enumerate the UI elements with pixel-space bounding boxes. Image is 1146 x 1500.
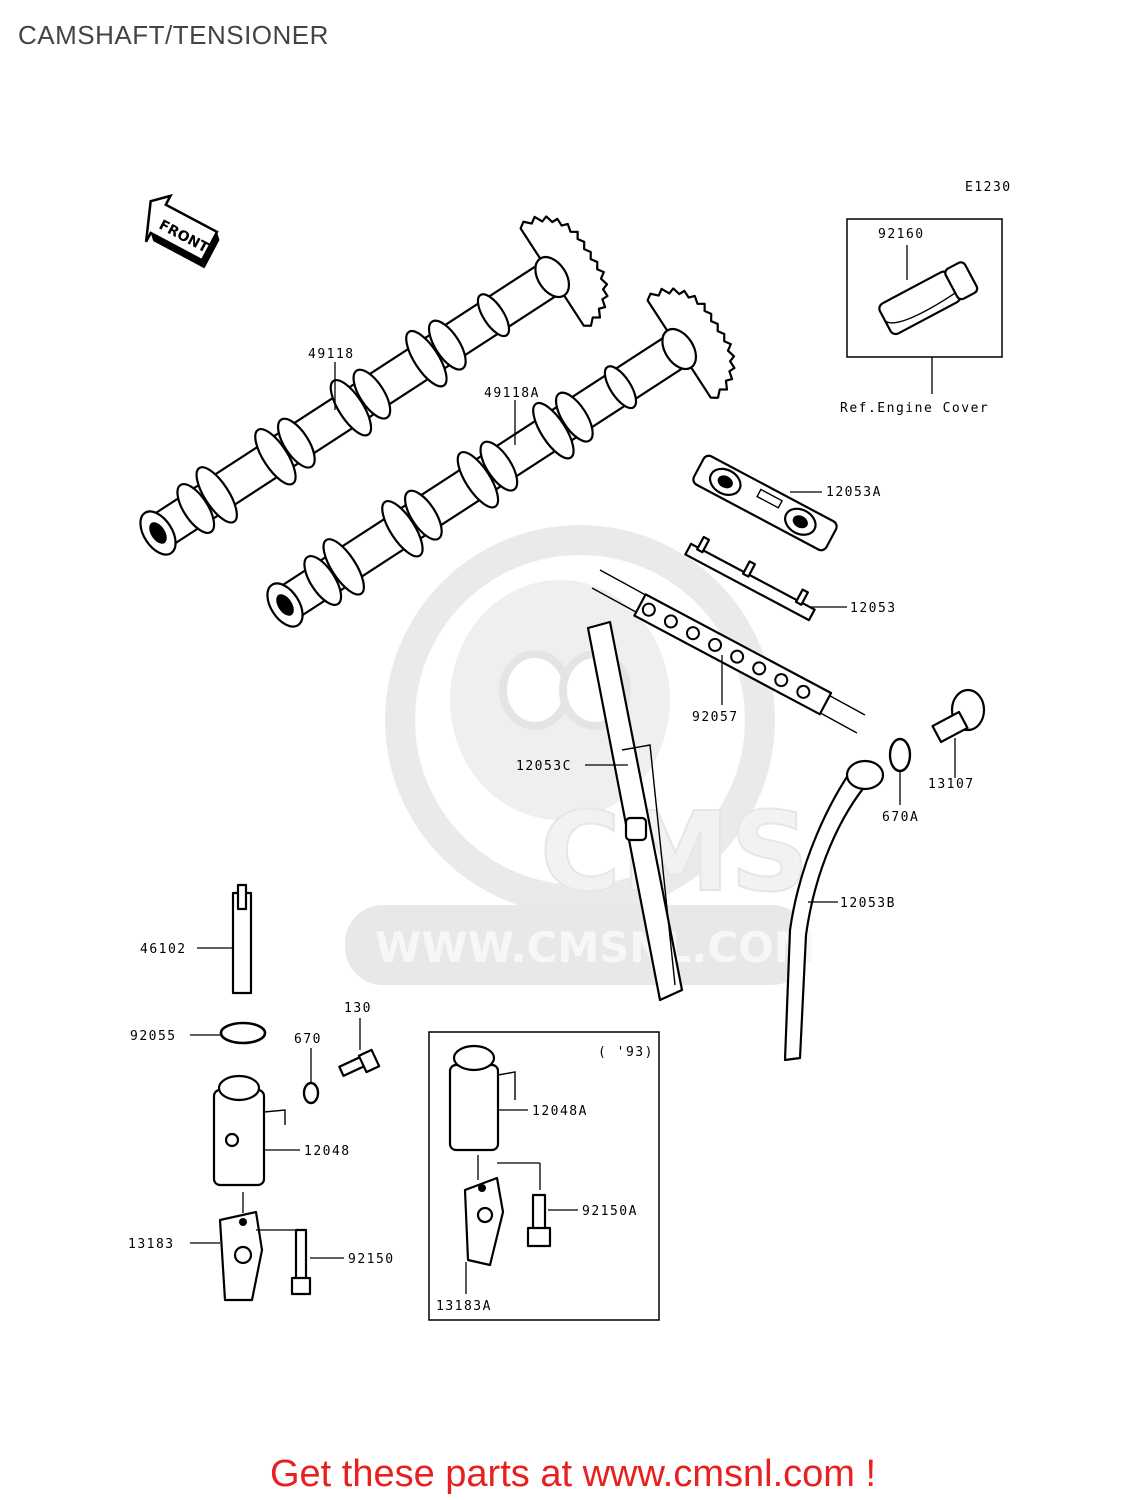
part-label-13107: 13107 <box>928 777 975 792</box>
bracket-13183: 13183 <box>128 1192 264 1302</box>
camshaft-49118: 49118 <box>139 215 609 556</box>
part-label-12053B: 12053B <box>840 896 896 911</box>
o-ring-92055: 92055 <box>130 1021 267 1045</box>
part-label-12048: 12048 <box>304 1144 351 1159</box>
watermark-url: WWW.CMSNL.COM <box>375 923 816 972</box>
part-label-12048A: 12048A <box>532 1104 588 1119</box>
diagram-code: E1230 <box>965 180 1012 195</box>
cms-watermark-logo: CMS WWW.CMSNL.COM <box>345 525 816 985</box>
part-label-12053C: 12053C <box>516 759 572 774</box>
variant-caption: ( '93) <box>598 1045 654 1060</box>
o-ring-670A: 670A <box>882 737 919 825</box>
chain-guide-12053C: 12053C <box>516 620 684 1002</box>
ref-engine-cover-box: 92160 Ref.Engine Cover <box>840 218 1003 416</box>
bolt-92150: 92150 <box>256 1228 395 1296</box>
bracket-13183A: 13183A <box>436 1155 505 1314</box>
bolt-13107: 13107 <box>928 688 986 792</box>
o-ring-670: 670 <box>294 1032 322 1105</box>
part-label-12053: 12053 <box>850 601 897 616</box>
part-label-92055: 92055 <box>130 1029 177 1044</box>
chain-guide-12053: 12053 <box>684 535 897 622</box>
part-label-670A: 670A <box>882 810 919 825</box>
part-label-13183A: 13183A <box>436 1299 492 1314</box>
chain-guide-12053B: 12053B <box>783 759 896 1062</box>
part-label-130: 130 <box>344 1001 372 1016</box>
part-label-92057: 92057 <box>692 710 739 725</box>
camshaft-49118A: 49118A <box>266 287 736 628</box>
cam-chain-92057: 92057 <box>591 569 866 734</box>
part-label-92160: 92160 <box>878 227 925 242</box>
ref-engine-cover-caption: Ref.Engine Cover <box>840 401 989 416</box>
part-label-46102: 46102 <box>140 942 187 957</box>
watermark-brand: CMS <box>540 788 809 916</box>
push-rod-46102: 46102 <box>140 883 253 995</box>
tensioner-12048: 12048 <box>212 1074 351 1187</box>
bolt-92150A: 92150A <box>497 1162 638 1248</box>
part-label-670: 670 <box>294 1032 322 1047</box>
front-arrow-icon: FRONT <box>144 193 220 269</box>
page-title: CAMSHAFT/TENSIONER <box>18 20 329 50</box>
part-label-13183: 13183 <box>128 1237 175 1252</box>
cam-cap-12053A: 12053A <box>692 454 882 552</box>
footer-cta[interactable]: Get these parts at www.cmsnl.com ! <box>269 1453 877 1495</box>
tensioner-12048A: 12048A <box>448 1044 588 1152</box>
bolt-130: 130 <box>338 1001 381 1077</box>
part-label-49118: 49118 <box>308 347 355 362</box>
part-label-92150: 92150 <box>348 1252 395 1267</box>
part-label-49118A: 49118A <box>484 386 540 401</box>
part-label-92150A: 92150A <box>582 1204 638 1219</box>
part-label-12053A: 12053A <box>826 485 882 500</box>
variant-93-box: ( '93) 12048A 13183A <box>428 1031 660 1321</box>
